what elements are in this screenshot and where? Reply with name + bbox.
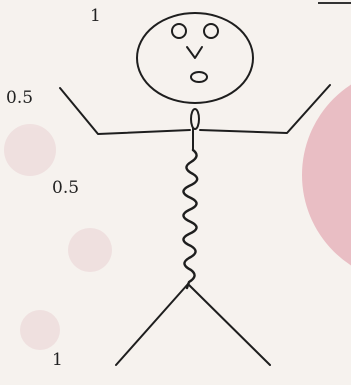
left-leg (115, 283, 189, 366)
left-arm (59, 87, 191, 135)
pink-circle-overlay (302, 84, 351, 266)
label-arms-score: 0.5 (6, 88, 34, 108)
spring-body (182, 148, 199, 290)
label-body-score: 0.5 (52, 178, 80, 198)
left-eye (171, 23, 187, 39)
nose (186, 46, 203, 59)
background-watermark (4, 124, 112, 350)
right-leg (187, 283, 271, 366)
right-arm (199, 84, 331, 134)
label-head-score: 1 (90, 6, 101, 26)
mouth (190, 71, 208, 83)
label-legs-score: 1 (52, 350, 63, 370)
right-eye (203, 23, 219, 39)
stick-figure (59, 12, 331, 366)
neck (190, 108, 200, 130)
head (136, 12, 254, 104)
